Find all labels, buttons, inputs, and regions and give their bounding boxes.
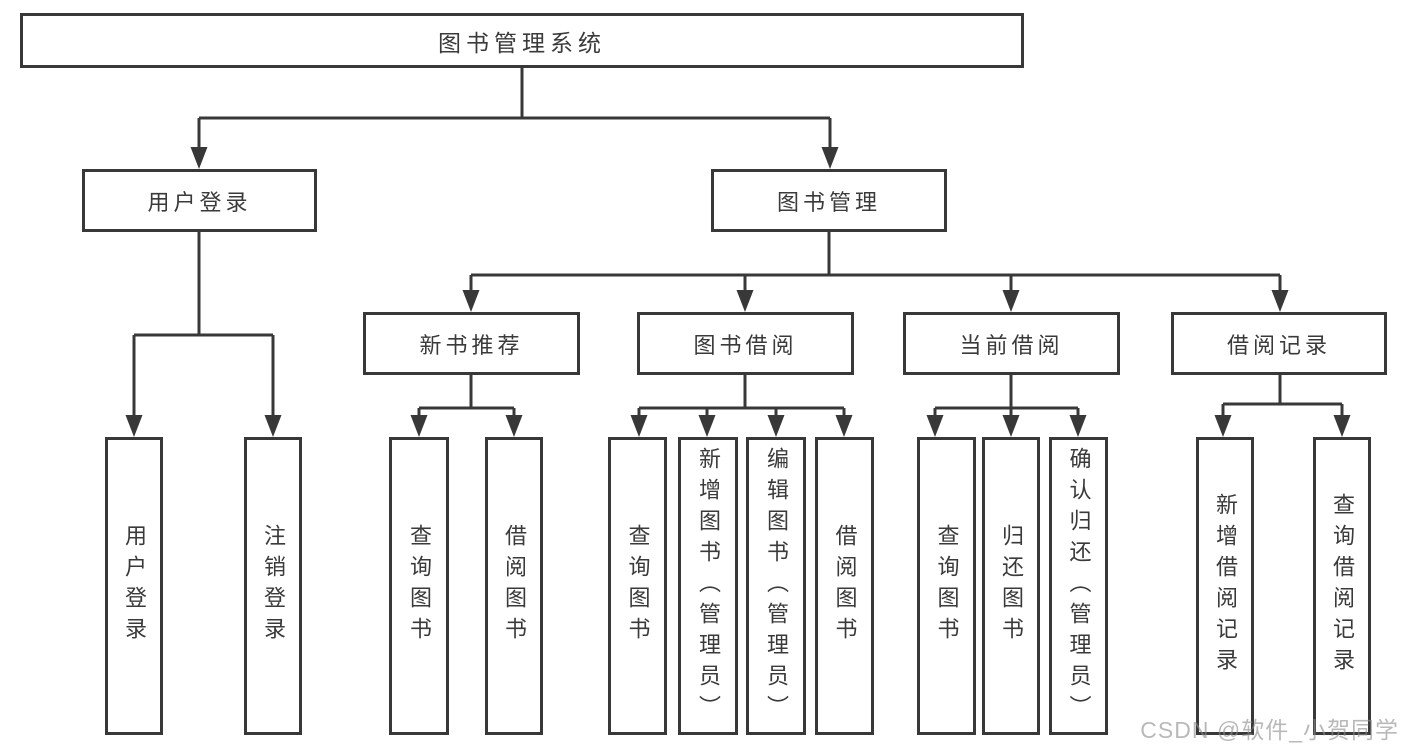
leaf-query-borrow-record: 查询借阅记录 — [1313, 437, 1371, 735]
leaf-label: 注销登录 — [261, 524, 286, 648]
leaf-label: 借阅图书 — [502, 524, 527, 648]
node-label: 图书借阅 — [693, 332, 798, 358]
leaf-add-books-admin: 新增图书（管理员） — [678, 437, 738, 735]
node-user-login: 用户登录 — [82, 169, 317, 232]
node-label: 当前借阅 — [959, 332, 1064, 358]
node-root-label: 图书管理系统 — [438, 29, 606, 56]
node-current-borrow: 当前借阅 — [903, 312, 1120, 375]
node-label: 图书管理 — [776, 189, 881, 215]
leaf-label: 查询图书 — [934, 524, 960, 648]
leaf-label: 查询借阅记录 — [1330, 493, 1355, 679]
leaf-query-books-current: 查询图书 — [917, 437, 976, 735]
leaf-query-books-recommend: 查询图书 — [389, 437, 449, 735]
leaf-query-books-borrow: 查询图书 — [608, 437, 667, 735]
leaf-label: 借阅图书 — [832, 524, 858, 648]
leaf-label: 新增借阅记录 — [1213, 493, 1238, 679]
leaf-label: 新增图书（管理员） — [696, 446, 721, 726]
csdn-watermark: CSDN @软件_小贺同学 — [1140, 717, 1399, 743]
node-new-book-recommend: 新书推荐 — [363, 312, 580, 375]
leaf-return-books: 归还图书 — [982, 437, 1040, 735]
leaf-edit-books-admin: 编辑图书（管理员） — [746, 437, 806, 735]
node-label: 借阅记录 — [1226, 332, 1331, 358]
leaf-user-login: 用户登录 — [105, 437, 163, 735]
node-book-management: 图书管理 — [711, 169, 947, 232]
leaf-logout: 注销登录 — [244, 437, 302, 735]
node-borrow-records: 借阅记录 — [1171, 312, 1387, 375]
leaf-label: 查询图书 — [625, 524, 651, 648]
leaf-label: 确认归还（管理员） — [1066, 446, 1092, 726]
leaf-label: 归还图书 — [999, 524, 1024, 648]
leaf-confirm-return-admin: 确认归还（管理员） — [1049, 437, 1108, 735]
leaf-borrow-books-recommend: 借阅图书 — [485, 437, 543, 735]
node-label: 新书推荐 — [419, 332, 524, 358]
node-label: 用户登录 — [147, 189, 252, 215]
leaf-label: 用户登录 — [122, 524, 147, 648]
leaf-label: 编辑图书（管理员） — [764, 446, 789, 726]
leaf-label: 查询图书 — [407, 524, 432, 648]
node-book-borrow: 图书借阅 — [637, 312, 854, 375]
leaf-borrow-books: 借阅图书 — [815, 437, 874, 735]
leaf-add-borrow-record: 新增借阅记录 — [1196, 437, 1254, 735]
node-root-system: 图书管理系统 — [20, 13, 1024, 68]
